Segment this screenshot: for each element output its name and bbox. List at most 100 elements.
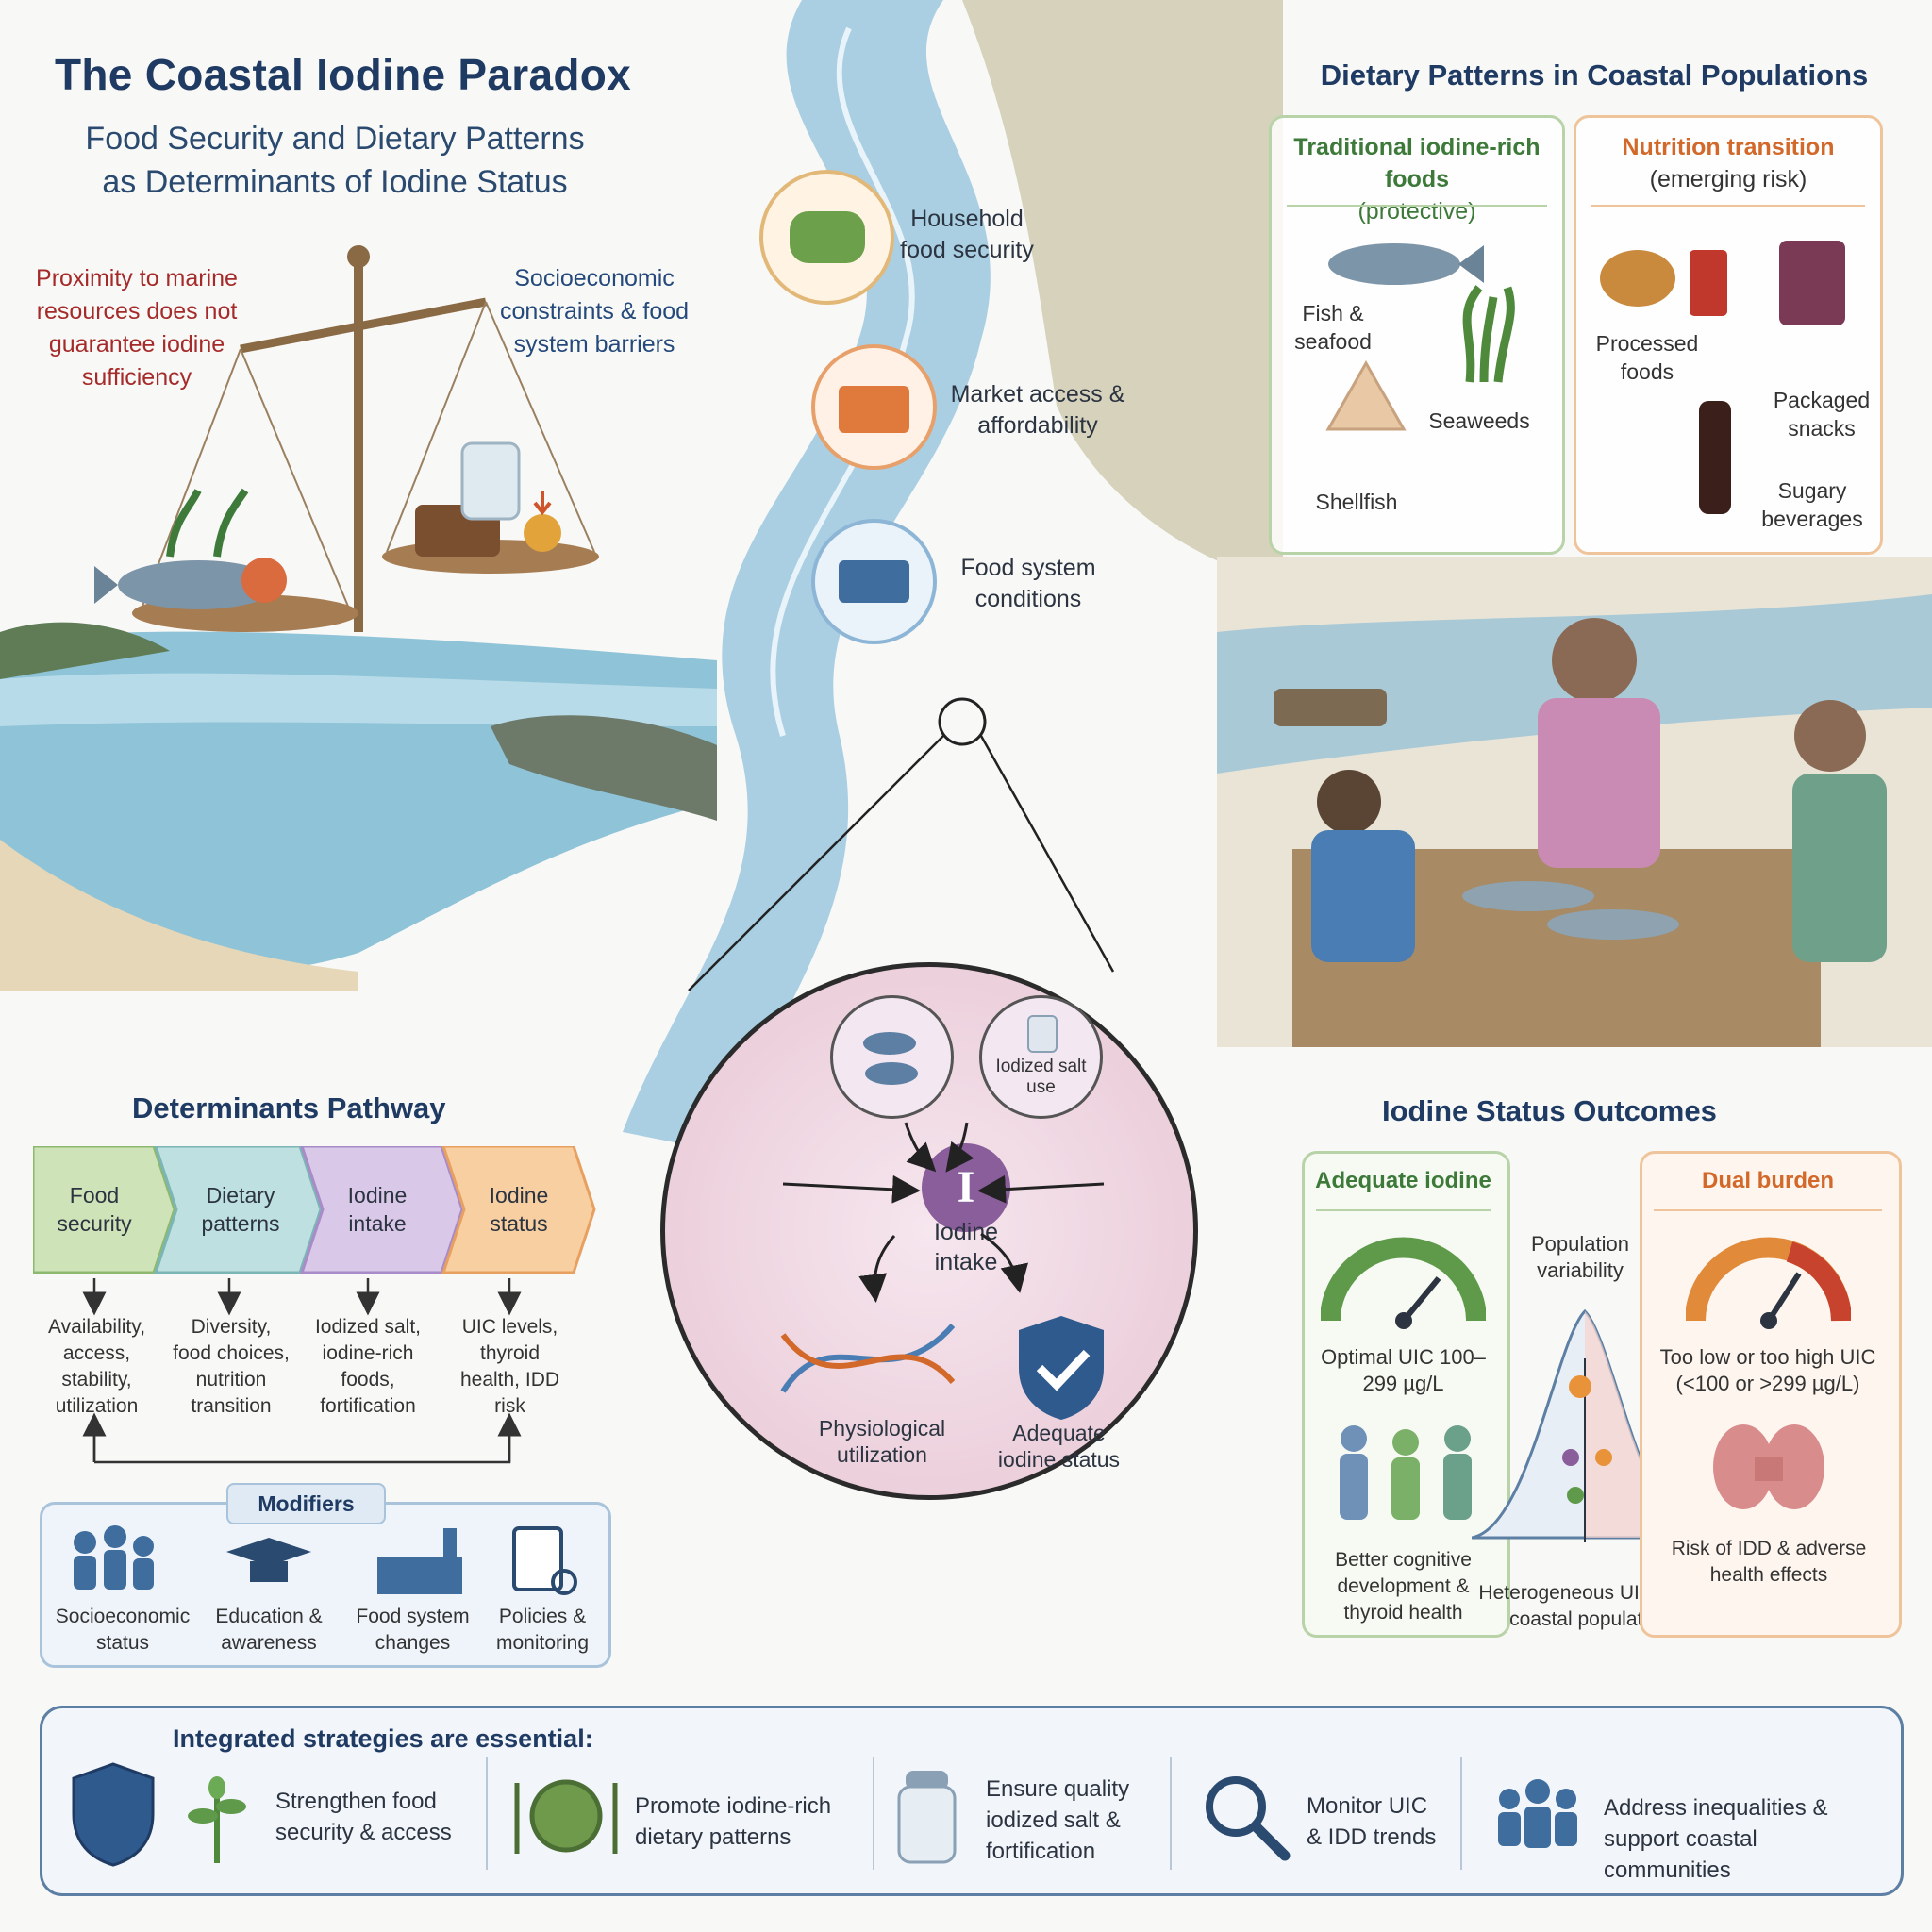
customer-body (1792, 774, 1887, 962)
chevron-iodine-intake (299, 1146, 464, 1274)
magnifier-icon (1206, 1776, 1291, 1861)
adequate-title: Adequate iodine (1315, 1168, 1491, 1193)
coin-icon (524, 514, 561, 552)
river-label-market: Market access & affordability (950, 381, 1125, 439)
shield-check-icon (1019, 1316, 1104, 1420)
step-desc-iodine-intake: Iodized salt, iodine-rich foods, fortifi… (314, 1316, 422, 1417)
traditional-foods-panel: Traditional iodine-rich foods (protectiv… (1269, 115, 1565, 555)
coastal-scene-illustration (0, 245, 717, 991)
adequate-iodine-panel (1302, 1151, 1510, 1638)
subtitle-line-1: Food Security and Dietary Patterns (85, 121, 585, 157)
variability-title: Population variability (1531, 1232, 1629, 1282)
shellfish-icon (1325, 359, 1407, 431)
salt-label: Iodized salt use (995, 1057, 1087, 1097)
scale-finial (347, 245, 370, 268)
balance-right-note: Socioeconomic constraints & food system … (499, 265, 690, 358)
salt-shaker-icon (897, 1771, 957, 1864)
shield-icon (72, 1762, 155, 1867)
adequate-gauge-text: Optimal UIC 100–299 µg/L (1321, 1345, 1486, 1395)
dual-title: Dual burden (1701, 1168, 1834, 1193)
dietary-heading: Dietary Patterns in Coastal Populations (1320, 58, 1869, 92)
fish-icon (863, 1032, 918, 1085)
river-icon-market (811, 344, 937, 470)
factory-icon (377, 1528, 462, 1594)
modifier-icons (74, 1525, 577, 1595)
shopping-basket-icon (839, 386, 909, 433)
community-icon (1498, 1779, 1577, 1848)
food-basket-icon (790, 211, 865, 263)
food-fish: Fish & seafood (1294, 301, 1372, 354)
river-label-household: Household food security (900, 206, 1034, 263)
cell-arrows (782, 1122, 1105, 1303)
step-desc-iodine-status: UIC levels, thyroid health, IDD risk (459, 1316, 560, 1417)
strategy-iodized-salt: Ensure quality iodized salt & fortificat… (986, 1776, 1130, 1864)
pathway-arrows (82, 1278, 522, 1464)
step-label-iodine-intake: Iodine intake (347, 1183, 408, 1236)
river-label-food-system: Food system conditions (960, 555, 1096, 612)
transition-foods-panel: Nutrition transition (emerging risk) Pro… (1574, 115, 1883, 555)
graduation-cap-icon (226, 1538, 311, 1582)
balance-left-note: Proximity to marine resources does not g… (36, 265, 238, 391)
vendor-body (1538, 698, 1660, 868)
strategies-heading: Integrated strategies are essential: (173, 1724, 593, 1753)
chevron-dietary-patterns (153, 1146, 323, 1274)
transition-title: Nutrition transition (emerging risk) (1622, 134, 1835, 192)
food-shellfish: Shellfish (1315, 490, 1398, 514)
step-desc-dietary-patterns: Diversity, food choices, nutrition trans… (173, 1316, 290, 1417)
sea-highlight (0, 673, 717, 726)
burger-icon (1600, 250, 1675, 307)
fishing-boat (1274, 689, 1387, 726)
headland-left (0, 622, 170, 679)
clipboard-check-icon (512, 1526, 577, 1595)
page-title: The Coastal Iodine Paradox (55, 50, 632, 99)
soda-bottle-icon (1699, 401, 1731, 514)
plate-icon (514, 1779, 618, 1854)
step-desc-food-security: Availability, access, stability, utiliza… (47, 1316, 146, 1417)
strategy-monitor: Monitor UIC & IDD trends (1307, 1793, 1437, 1850)
fish-icon (1328, 243, 1460, 285)
adequate-status-label: Adequate iodine status (997, 1421, 1121, 1472)
scale-beam (240, 297, 487, 354)
fish-source-circle (830, 995, 954, 1119)
adequate-caption: Better cognitive development & thyroid h… (1335, 1549, 1472, 1624)
page-subtitle: Food Security and Dietary Patterns as De… (57, 117, 613, 204)
child-head (1317, 770, 1381, 834)
snack-bag-icon (1779, 241, 1845, 325)
dna-icon (780, 1324, 956, 1393)
traditional-title: Traditional iodine-rich foods (protectiv… (1293, 134, 1541, 225)
people-icon (1340, 1425, 1472, 1520)
iodine-intake-label: Iodine intake (933, 1219, 999, 1275)
step-label-iodine-status: Iodine status (489, 1183, 549, 1236)
seaweed-icon (166, 488, 249, 558)
chevron-food-security (33, 1146, 176, 1274)
food-sugary-beverages: Sugary beverages (1761, 478, 1863, 531)
modifier-education: Education & awareness (215, 1606, 323, 1654)
soda-cup-icon (1690, 250, 1727, 316)
seaweed-icon (1462, 285, 1515, 383)
strategy-dietary-patterns: Promote iodine-rich dietary patterns (635, 1793, 832, 1850)
subtitle-line-2: as Determinants of Iodine Status (102, 164, 568, 200)
boat-truck-icon (839, 560, 909, 603)
rocks-right (491, 715, 717, 821)
people-group-icon (74, 1525, 154, 1590)
arrow-down-icon (533, 491, 552, 516)
river-icon-household (759, 170, 894, 305)
gauge-green-icon (1321, 1237, 1486, 1329)
gauge-red-icon (1686, 1237, 1851, 1329)
dual-gauge-text: Too low or too high UIC (<100 or >299 µg… (1659, 1345, 1876, 1395)
modifier-policies: Policies & monitoring (495, 1606, 590, 1654)
step-label-food-security: Food security (57, 1183, 132, 1236)
thyroid-icon (1713, 1424, 1824, 1509)
outcomes-heading: Iodine Status Outcomes (1382, 1094, 1717, 1127)
zoom-connector (688, 697, 1115, 991)
customer-head (1794, 700, 1866, 772)
modifier-socioeconomic: Socioeconomic status (55, 1606, 191, 1654)
dual-burden-panel (1640, 1151, 1902, 1638)
pathway-chevrons (33, 1146, 596, 1274)
vendor-head (1552, 618, 1637, 703)
step-label-dietary-patterns: Dietary patterns (201, 1183, 280, 1236)
salt-source-circle: Iodized salt use (979, 995, 1103, 1119)
strategy-food-security: Strengthen food security & access (275, 1789, 452, 1845)
dual-caption: Risk of IDD & adverse health effects (1671, 1538, 1867, 1586)
pathway-heading: Determinants Pathway (132, 1091, 446, 1124)
